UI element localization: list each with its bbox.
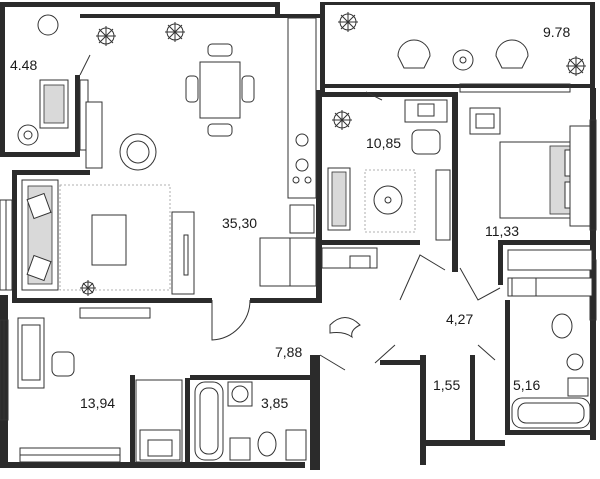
plant-icon	[96, 26, 116, 46]
bedroom-2-furniture	[17, 307, 183, 463]
bathroom-2-fixtures	[511, 277, 591, 429]
plant-icons	[80, 12, 586, 296]
loggia-left-furniture	[17, 14, 103, 169]
area-label-study: 10,85	[366, 135, 401, 151]
doors	[79, 54, 501, 371]
bedroom-furniture	[469, 107, 593, 297]
area-label-corridor: 7,88	[275, 344, 302, 360]
corridor-decor	[329, 317, 361, 339]
area-label-bedroom-2: 13,94	[80, 395, 115, 411]
area-label-bathroom-2: 5,16	[513, 377, 540, 393]
plant-icon	[332, 110, 352, 130]
plant-icon	[80, 280, 96, 296]
area-label-loggia-left: 4.48	[10, 57, 37, 73]
area-label-hall: 4,27	[446, 311, 473, 327]
plant-icon	[165, 22, 185, 42]
area-label-loggia-right: 9.78	[543, 24, 570, 40]
area-labels: 4.48 9.78 35,30 10,85 11,33 4,27 7,88 13…	[10, 24, 570, 411]
area-label-living-kitchen: 35,30	[222, 215, 257, 231]
plant-icon	[566, 56, 586, 76]
area-label-bedroom: 11,33	[485, 223, 519, 239]
area-label-storage: 1,55	[433, 377, 460, 393]
study-furniture	[321, 99, 451, 269]
plant-icon	[338, 12, 358, 32]
loggia-right-furniture	[397, 39, 529, 71]
bathroom-fixtures	[194, 381, 307, 461]
living-furniture	[21, 17, 317, 295]
area-label-bathroom: 3,85	[261, 395, 288, 411]
